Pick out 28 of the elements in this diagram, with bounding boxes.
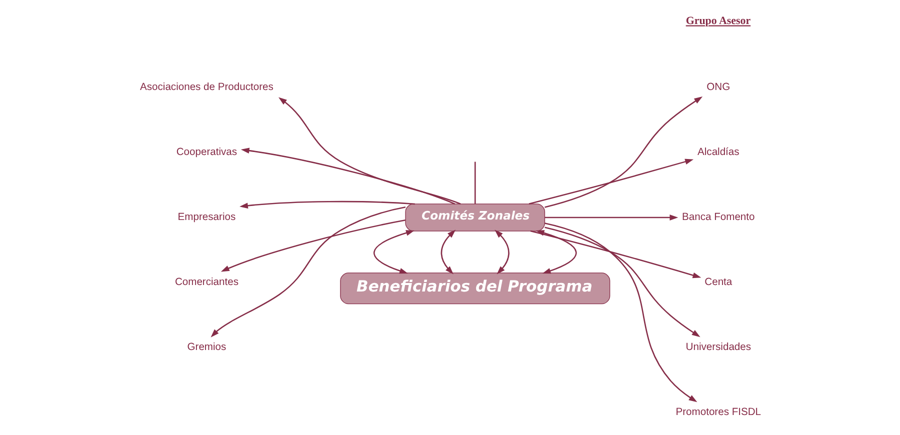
arrow (544, 222, 698, 402)
arrow (220, 220, 406, 272)
node-text: Asociaciones de Productores (140, 82, 274, 93)
node-text: Centa (704, 277, 732, 288)
node-text: Banca Fomento (682, 212, 755, 223)
node-text: Comerciantes (174, 277, 238, 288)
arrow (240, 148, 456, 204)
node-text: ONG (706, 82, 730, 93)
label: Grupo Asesor (686, 15, 751, 28)
node-box: Beneficiarios del Programa (340, 272, 610, 304)
node-text: Empresarios (178, 212, 236, 223)
arrow (494, 230, 510, 274)
arrow (278, 97, 461, 205)
node-box: Comités Zonales (405, 204, 546, 232)
arrow (374, 230, 414, 274)
node-text: Cooperativas (176, 146, 238, 158)
arrow (544, 214, 678, 220)
node-text: Promotores FISDL (676, 407, 762, 418)
arrow (440, 230, 456, 274)
arrow (240, 200, 415, 209)
arrow (544, 96, 703, 208)
arrow (528, 158, 694, 205)
node-text: Gremios (187, 342, 226, 354)
arrow (544, 226, 700, 338)
connector (474, 162, 476, 204)
node-text: Universidades (686, 342, 752, 354)
node-text: Alcaldías (698, 146, 740, 158)
arrow (210, 206, 406, 338)
